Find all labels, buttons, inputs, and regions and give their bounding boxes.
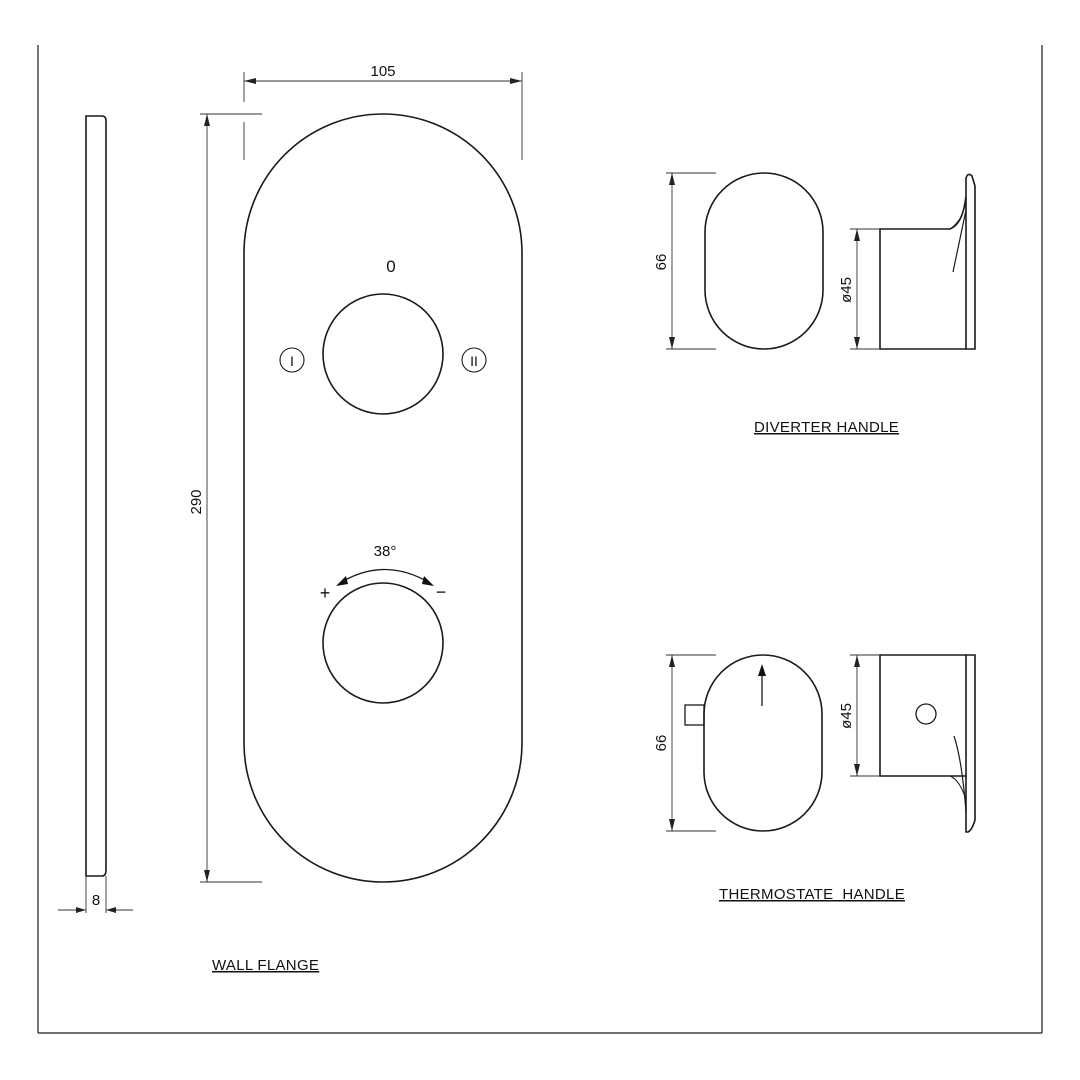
flange-width-dimension: 105	[243, 63, 523, 160]
thermostat-handle-side	[879, 654, 976, 833]
plus-sign: +	[320, 583, 331, 603]
thermostat-diameter-dimension: ø45	[838, 654, 880, 777]
thermostat-opening	[322, 582, 444, 704]
position-two-label: II	[470, 353, 478, 369]
position-two-marker: II	[461, 347, 487, 373]
rotation-angle-label: 38°	[374, 543, 397, 560]
flange-height-value: 290	[188, 489, 205, 514]
thermostat-height-dimension: 66	[653, 654, 716, 832]
diverter-diameter-dimension: ø45	[838, 228, 880, 350]
thermostat-handle-label: THERMOSTATE HANDLE	[719, 886, 905, 903]
position-zero-mark: 0	[386, 257, 395, 276]
diverter-height-dimension: 66	[653, 172, 716, 350]
thermostat-diameter-value: ø45	[838, 703, 855, 729]
position-one-label: I	[290, 353, 294, 369]
diverter-handle-front	[704, 172, 824, 350]
flange-height-dimension: 290	[188, 113, 262, 883]
flange-width-value: 105	[370, 63, 395, 80]
diverter-handle-label: DIVERTER HANDLE	[754, 419, 899, 436]
diverter-diameter-value: ø45	[838, 277, 855, 303]
flange-thickness-value: 8	[92, 892, 100, 909]
position-one-marker: I	[279, 347, 305, 373]
flange-side-profile	[85, 115, 107, 877]
diverter-opening	[322, 293, 444, 415]
wall-flange	[243, 113, 523, 883]
drawing-frame	[37, 45, 1043, 1034]
thermostat-height-value: 66	[653, 735, 670, 752]
wall-flange-label: WALL FLANGE	[212, 957, 319, 974]
diverter-height-value: 66	[653, 254, 670, 271]
minus-sign: −	[436, 582, 447, 602]
flange-thickness-dimension: 8	[58, 876, 133, 913]
rotation-arc	[336, 568, 434, 586]
thermostat-indicator-arrow	[758, 664, 766, 706]
thermostat-handle-front	[684, 654, 823, 832]
diverter-handle-side	[879, 173, 976, 350]
